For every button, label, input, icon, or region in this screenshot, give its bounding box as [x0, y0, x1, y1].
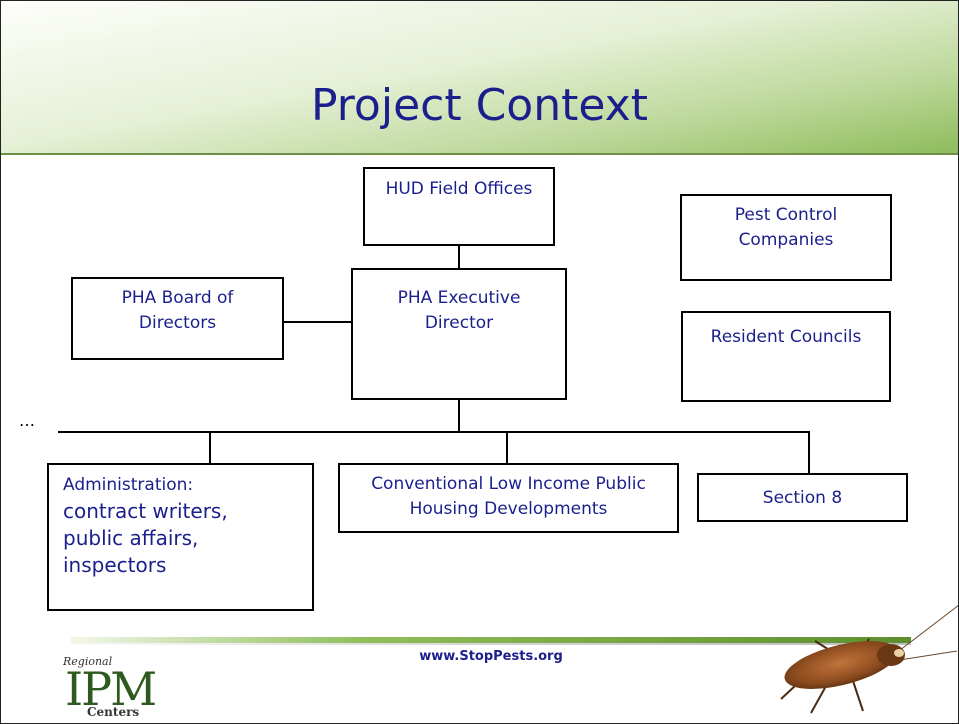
- footer-rule: [71, 637, 911, 643]
- ellipsis-marker: …: [19, 411, 35, 430]
- hud-field-offices-label: HUD Field Offices: [385, 179, 533, 199]
- footer-rule-shadow: [71, 643, 911, 645]
- logo-ipm-text: IPM: [65, 662, 157, 716]
- horizontal-branch-line: [58, 431, 810, 433]
- cockroach-icon: [780, 605, 958, 714]
- conventional-housing-box: Conventional Low Income Public Housing D…: [338, 463, 679, 533]
- pha-board-label: PHA Board of Directors: [121, 288, 234, 333]
- connector-exec-down: [458, 399, 460, 431]
- title-bar: Project Context: [1, 1, 958, 155]
- section-8-label: Section 8: [762, 488, 843, 508]
- hud-field-offices-box: HUD Field Offices: [363, 167, 555, 246]
- administration-heading: Administration:: [63, 475, 194, 495]
- administration-details: contract writers, public affairs, inspec…: [63, 499, 228, 577]
- resident-councils-label: Resident Councils: [710, 327, 862, 347]
- connector-section8: [808, 431, 810, 474]
- connector-hud-exec: [458, 245, 460, 269]
- conventional-housing-label: Conventional Low Income Public Housing D…: [371, 474, 646, 519]
- connector-conventional: [506, 431, 508, 464]
- resident-councils-box: Resident Councils: [681, 311, 891, 402]
- logo-regional-text: Regional: [63, 655, 113, 668]
- pest-control-companies-box: Pest Control Companies: [680, 194, 892, 281]
- connector-board-exec: [283, 321, 351, 323]
- pha-board-box: PHA Board of Directors: [71, 277, 284, 360]
- page-title: Project Context: [311, 80, 648, 131]
- section-8-box: Section 8: [697, 473, 908, 522]
- pha-executive-director-box: PHA Executive Director: [351, 268, 567, 400]
- logo-centers-text: Centers: [87, 705, 140, 719]
- connector-admin: [209, 431, 211, 464]
- footer-url: www.StopPests.org: [419, 649, 563, 664]
- ipm-centers-logo: Regional IPM Centers: [61, 655, 171, 723]
- pha-executive-director-label: PHA Executive Director: [397, 288, 521, 333]
- administration-box: Administration: contract writers, public…: [47, 463, 314, 611]
- pest-control-companies-label: Pest Control Companies: [734, 205, 838, 250]
